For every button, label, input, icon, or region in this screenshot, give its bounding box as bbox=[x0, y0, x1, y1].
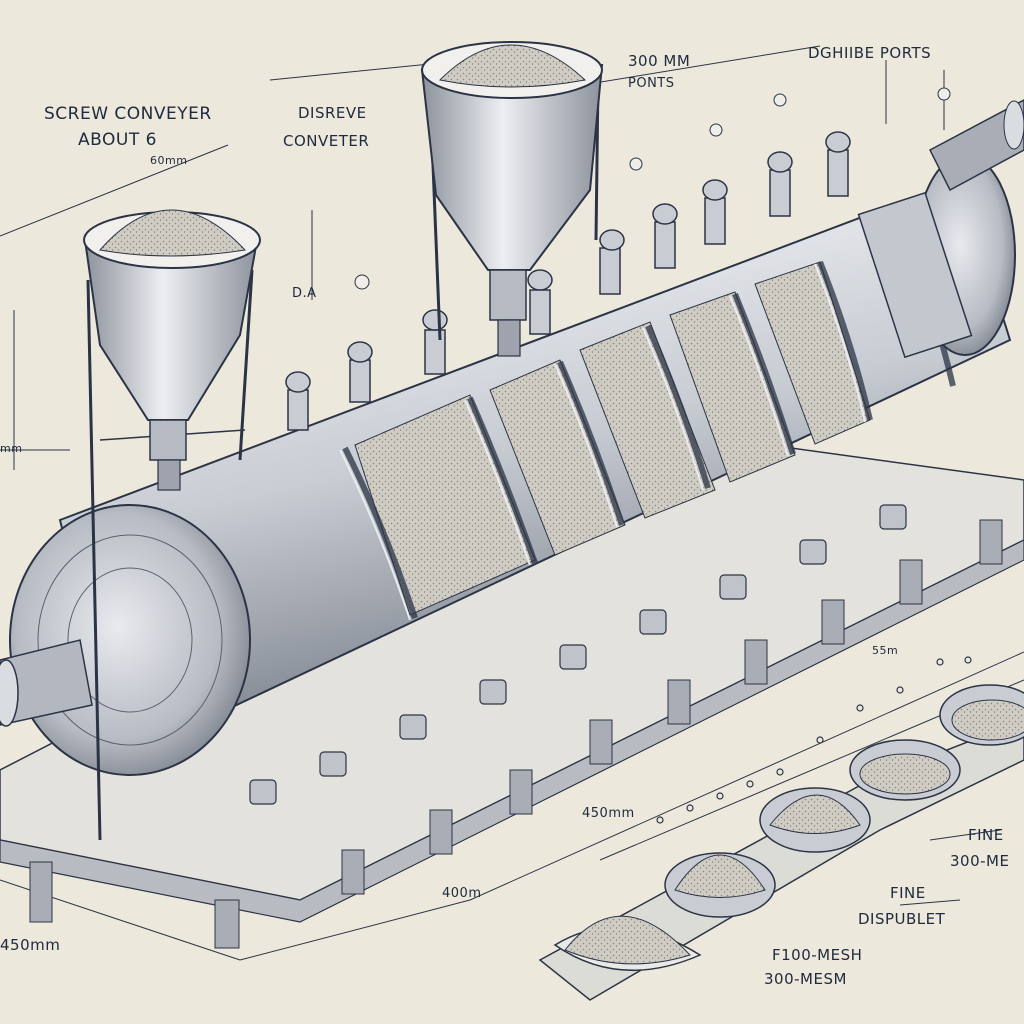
valve-tag-markers bbox=[354, 87, 951, 290]
label-screw-conveyer: SCREW CONVEYER bbox=[44, 104, 212, 124]
sample-dot-markers bbox=[656, 656, 972, 824]
label-f100-mesh: F100-MESH bbox=[772, 946, 863, 964]
label-300-mesh-a: 300-ME bbox=[950, 852, 1010, 870]
label-450mm-center: 450mm bbox=[582, 806, 635, 821]
label-300mm: 300 MM bbox=[628, 52, 691, 70]
label-discharge-ports: DGHIIBE PORTS bbox=[808, 44, 932, 62]
label-dim-top-left: 60mm bbox=[150, 154, 188, 167]
discharge-port-valves bbox=[285, 131, 851, 431]
label-400m: 400m bbox=[442, 886, 482, 901]
label-conveter: CONVETER bbox=[283, 132, 370, 150]
conveyor-cylinder bbox=[58, 178, 1012, 762]
label-d-a: D.A bbox=[292, 286, 317, 301]
label-55m: 55m bbox=[872, 644, 899, 657]
label-about: ABOUT 6 bbox=[78, 130, 157, 150]
left-end-cap bbox=[0, 504, 251, 776]
label-300-mesm: 300-MESM bbox=[764, 970, 847, 988]
label-450mm-bottom: 450mm bbox=[0, 936, 61, 954]
label-disreve: DISREVE bbox=[298, 104, 367, 122]
label-fine-1: FINE bbox=[968, 826, 1004, 844]
label-dispublet: DISPUBLET bbox=[858, 910, 946, 928]
label-mm-left: mm bbox=[0, 442, 23, 455]
collection-trays bbox=[538, 684, 1024, 1001]
right-drive-housing bbox=[857, 99, 1024, 359]
left-feed-hopper bbox=[83, 209, 261, 841]
label-fine-2: FINE bbox=[890, 884, 926, 902]
center-feed-hopper bbox=[420, 41, 604, 357]
label-ponts: PONTS bbox=[628, 76, 675, 91]
bottom-discharge-fittings bbox=[249, 504, 907, 805]
